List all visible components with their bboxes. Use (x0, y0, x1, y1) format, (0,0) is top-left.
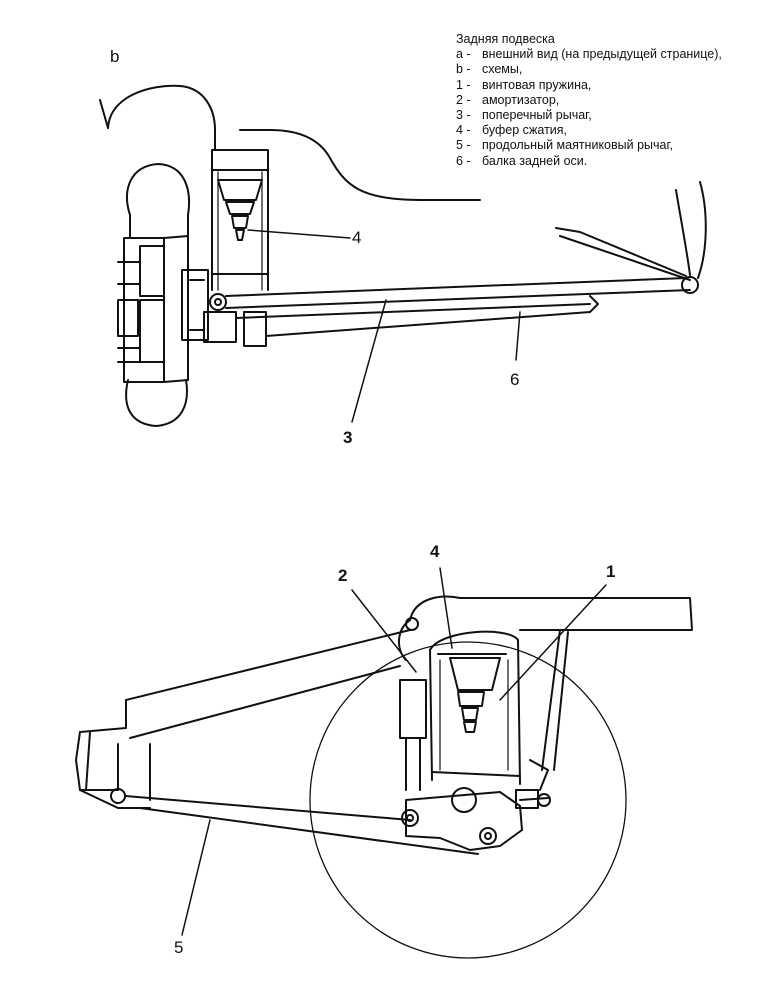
callout-6: 6 (510, 370, 520, 389)
legend-text: поперечный рычаг, (482, 108, 592, 123)
legend-key: 5 - (456, 138, 471, 153)
legend-title: Задняя подвеска (456, 32, 555, 46)
callout-3: 3 (343, 428, 353, 447)
legend-text: буфер сжатия, (482, 123, 568, 138)
legend-key: 1 - (456, 77, 471, 92)
legend-row: b - схемы, (456, 62, 766, 77)
callout-4-top: 4 (352, 228, 362, 247)
figure-legend: Задняя подвеска a - внешний вид (на преды… (456, 32, 766, 169)
panel-letter: b (110, 47, 120, 66)
legend-text: балка задней оси. (482, 153, 588, 168)
legend-text: схемы, (482, 62, 523, 77)
legend-key: 3 - (456, 108, 471, 123)
callout-2: 2 (338, 566, 348, 585)
legend-key: 6 - (456, 153, 471, 168)
top-view-drawing (99, 84, 707, 427)
legend-row: 5 - продольный маятниковый рычаг, (456, 138, 766, 153)
legend-row: 3 - поперечный рычаг, (456, 108, 766, 123)
legend-text: винтовая пружина, (482, 77, 592, 92)
legend-text: продольный маятниковый рычаг, (482, 138, 673, 153)
side-view-drawing (75, 567, 693, 959)
legend-row: 2 - амортизатор, (456, 93, 766, 108)
legend-row: a - внешний вид (на предыдущей странице), (456, 47, 766, 62)
callout-4-side: 4 (430, 542, 440, 561)
callout-5: 5 (174, 938, 184, 957)
legend-row: 6 - балка задней оси. (456, 154, 766, 169)
legend-key: b - (456, 62, 471, 77)
callout-1: 1 (606, 562, 616, 581)
legend-row: 4 - буфер сжатия, (456, 123, 766, 138)
legend-text: амортизатор, (482, 92, 560, 107)
legend-text: внешний вид (на предыдущей странице), (482, 47, 722, 62)
legend-key: 4 - (456, 123, 471, 138)
legend-key: a - (456, 47, 471, 62)
legend-row: 1 - винтовая пружина, (456, 78, 766, 93)
legend-key: 2 - (456, 92, 471, 107)
